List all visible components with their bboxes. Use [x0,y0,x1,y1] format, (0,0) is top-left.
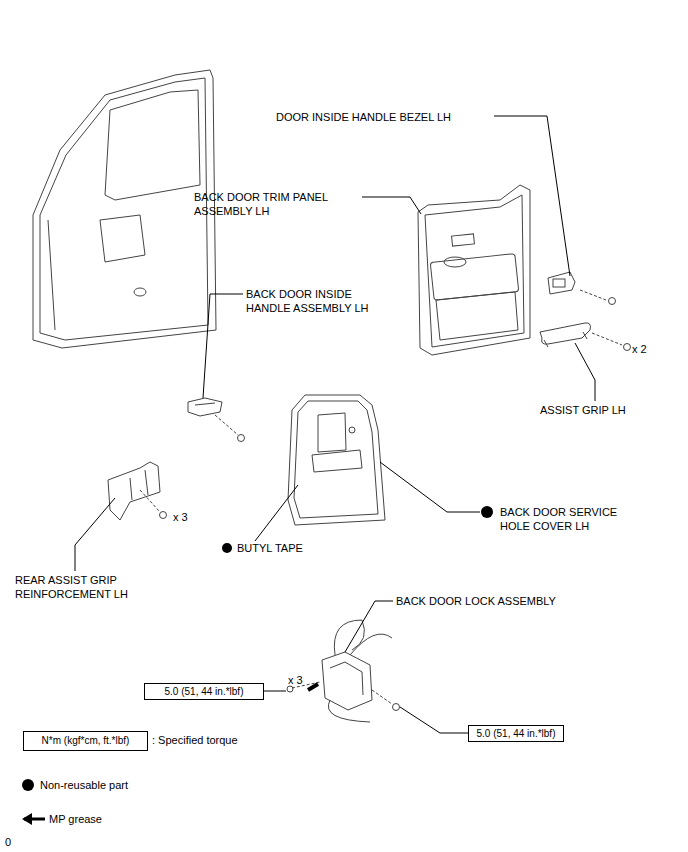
part-label: x 2 [632,342,647,356]
part-label: 0 [5,835,11,849]
torque-value: 5.0 (51, 44 in.*lbf) [477,728,556,740]
torque-box: 5.0 (51, 44 in.*lbf) [468,725,564,742]
part-label: BACK DOOR TRIM PANEL ASSEMBLY LH [194,190,354,218]
part-label: x 3 [288,673,303,687]
legend-text: : Specified torque [152,733,238,747]
legend-text: MP grease [49,812,102,826]
torque-value: 5.0 (51, 44 in.*lbf) [165,686,244,698]
part-label: REAR ASSIST GRIP REINFORCEMENT LH [15,573,155,601]
part-label: ASSIST GRIP LH [540,403,626,417]
part-label: DOOR INSIDE HANDLE BEZEL LH [276,110,451,124]
part-label: BACK DOOR INSIDE HANDLE ASSEMBLY LH [246,287,391,315]
part-label: x 3 [173,510,188,524]
torque-box: 5.0 (51, 44 in.*lbf) [144,683,264,700]
part-label: BUTYL TAPE [237,541,303,555]
part-label: BACK DOOR SERVICE HOLE COVER LH [500,505,640,533]
torque-value: N*m (kgf*cm, ft.*lbf) [42,735,130,747]
part-label: BACK DOOR LOCK ASSEMBLY [396,594,556,608]
legend-text: Non-reusable part [40,778,128,792]
legend-torque-box: N*m (kgf*cm, ft.*lbf) [23,731,148,751]
